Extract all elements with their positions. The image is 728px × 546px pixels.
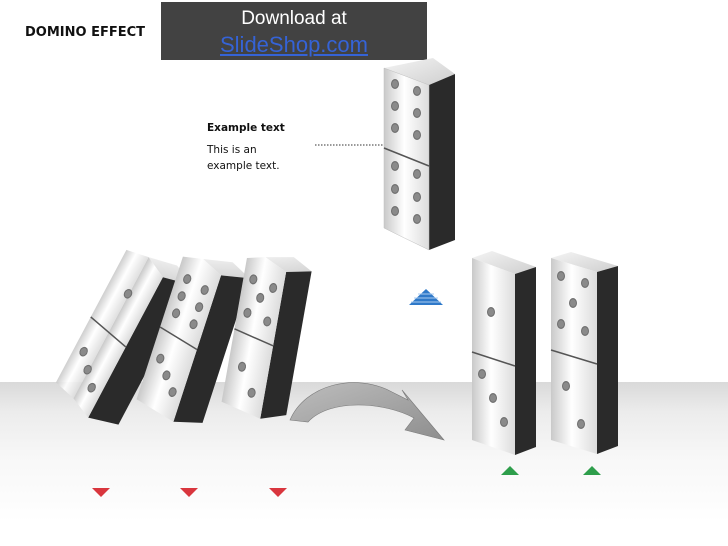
red-triangle-down-icon (180, 488, 198, 497)
domino-tile-icon (136, 256, 250, 423)
banner-line1: Download at (241, 8, 347, 29)
download-banner[interactable]: Download at SlideShop.com (161, 2, 427, 60)
red-triangle-down-icon (92, 488, 110, 497)
green-triangle-up-icon (583, 466, 601, 475)
page-title: DOMINO EFFECT (25, 25, 146, 40)
banner-link[interactable]: SlideShop.com (220, 32, 368, 57)
green-triangle-up-icon (501, 466, 519, 475)
blue-striped-triangle-icon (409, 289, 443, 305)
callout-body: This is an example text. (207, 144, 280, 172)
curved-arrow-icon (289, 382, 445, 441)
callout-heading: Example text (207, 122, 285, 134)
domino-tile-icon (383, 58, 455, 251)
red-triangle-down-icon (269, 488, 287, 497)
domino-tile-icon (550, 252, 618, 454)
domino-tile-icon (221, 257, 312, 419)
domino-tile-icon (471, 251, 536, 455)
